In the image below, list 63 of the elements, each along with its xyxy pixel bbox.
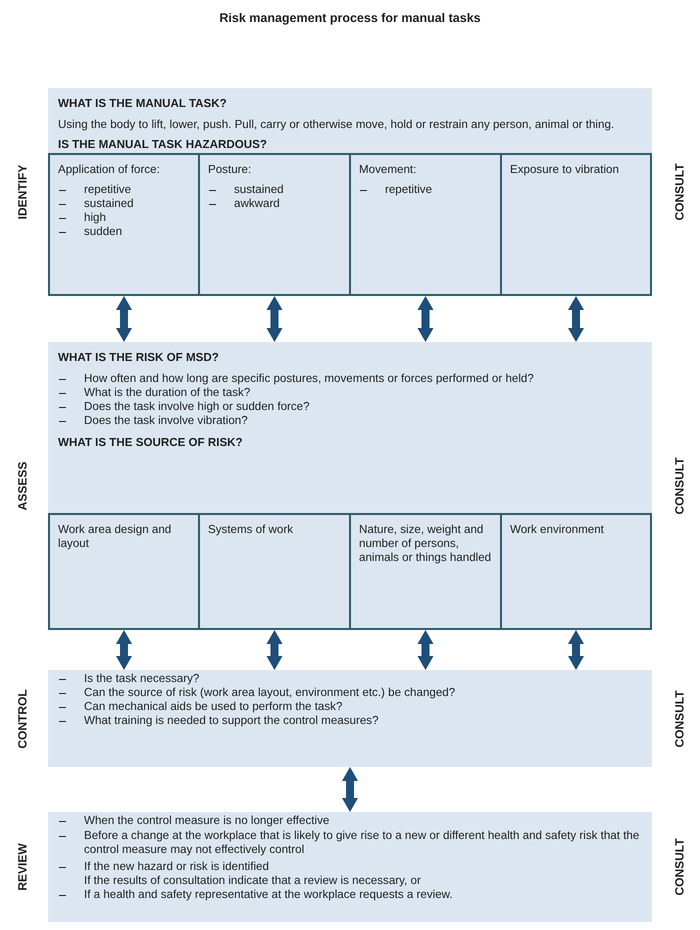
double-headed-arrow (418, 630, 434, 670)
hazard-factor-box (500, 513, 652, 630)
bullet-item: Can mechanical aids be used to perform the task? (58, 700, 642, 714)
node-text: Exposure to vibration (510, 163, 620, 177)
side-label: CONSULT (672, 690, 686, 748)
stage-label: IDENTIFY (14, 164, 29, 220)
bullet-item: high (58, 211, 190, 225)
bullet-item: repetitive (359, 183, 492, 197)
hazard-factor-box (48, 153, 200, 296)
side-label: CONSULT (672, 163, 686, 221)
stage-label: CONTROL (15, 688, 30, 748)
section-heading: WHAT IS THE RISK OF MSD? (58, 351, 220, 365)
node-text: Nature, size, weight and number of persons, animals or things handled (359, 523, 492, 565)
process-stage-panel (48, 670, 652, 767)
bullet-item: Can the source of risk (work area layout, environment etc.) be changed? (58, 686, 642, 700)
node-text: Using the body to lift, lower, push. Pull, carry or otherwise move, hold or restrain any person, animal or thing. (58, 118, 616, 132)
double-headed-arrow (266, 630, 282, 670)
diagram-title: Risk management process for manual tasks (218, 11, 482, 25)
bullet-item: awkward (208, 197, 341, 211)
bullet-item: Before a change at the workplace that is likely to give rise to a new or different health and safety risk that the control measure may not effectively control (58, 829, 642, 857)
node-text: Movement: (359, 163, 418, 177)
double-headed-arrow (568, 630, 584, 670)
node-text: Application of force: (58, 163, 161, 177)
bullet-item: If the new hazard or risk is identified (58, 860, 642, 874)
bullet-item: Is the task necessary? (58, 672, 642, 686)
bullet-item: repetitive (58, 183, 190, 197)
side-label: CONSULT (672, 457, 686, 515)
node-text: Systems of work (208, 523, 294, 537)
double-headed-arrow (418, 296, 434, 342)
process-stage-panel (48, 812, 652, 922)
section-heading: IS THE MANUAL TASK HAZARDOUS? (58, 138, 268, 152)
bullet-item: What training is needed to support the control measures? (58, 714, 642, 728)
side-label: CONSULT (672, 838, 686, 896)
double-headed-arrow (116, 630, 132, 670)
hazard-factor-box (48, 513, 200, 630)
double-headed-arrow (116, 296, 132, 342)
process-stage-panel (48, 342, 652, 630)
bullet-item: sudden (58, 225, 190, 239)
section-heading: WHAT IS THE SOURCE OF RISK? (58, 436, 244, 450)
hazard-factor-box (198, 513, 351, 630)
bullet-item: How often and how long are specific postures, movements or forces performed or held? (58, 372, 642, 386)
bullet-item: sustained (208, 183, 341, 197)
node-text: Work area design and layout (58, 523, 172, 551)
bullet-item: When the control measure is no longer effective (58, 814, 642, 828)
bullet-item: What is the duration of the task? (58, 386, 642, 400)
hazard-factor-box (500, 153, 652, 296)
bullet-item: Does the task involve high or sudden force? (58, 400, 642, 414)
stage-label: ASSESS (14, 462, 29, 510)
list-item: If the results of consultation indicate that a review is necessary, or (83, 874, 422, 888)
double-headed-arrow (342, 767, 358, 812)
double-headed-arrow (266, 296, 282, 342)
bullet-item: sustained (58, 197, 190, 211)
bullet-item: Does the task involve vibration? (58, 414, 642, 428)
section-heading: WHAT IS THE MANUAL TASK? (58, 97, 228, 111)
process-stage-panel (48, 88, 652, 296)
stage-label: REVIEW (15, 843, 30, 891)
hazard-factor-box (349, 153, 502, 296)
double-headed-arrow (568, 296, 584, 342)
hazard-factor-box (349, 513, 502, 630)
node-text: Posture: (208, 163, 252, 177)
bullet-item: If a health and safety representative at the workplace requests a review. (58, 888, 642, 902)
hazard-factor-box (198, 153, 351, 296)
node-text: Work environment (510, 523, 605, 537)
